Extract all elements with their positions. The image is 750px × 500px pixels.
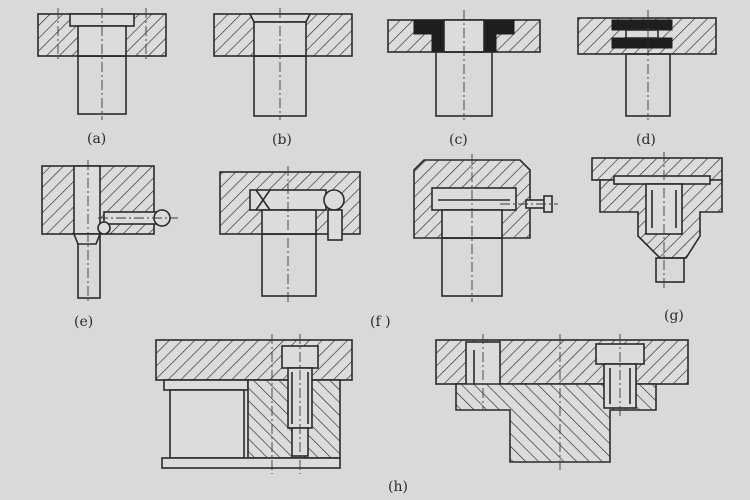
- binder-fill-bottom: [611, 37, 673, 49]
- binder-fill-right: [483, 19, 515, 35]
- label-h: (h): [388, 479, 408, 495]
- label-g: (g): [664, 308, 684, 324]
- diagram-g: (g): [591, 152, 723, 324]
- diagram-f: (f ): [219, 166, 391, 330]
- punch-shank: [73, 165, 101, 235]
- label-f: (f ): [370, 314, 391, 330]
- diagram-e: (e): [41, 160, 178, 330]
- binder-fill-right-lower: [483, 33, 497, 53]
- base-plate: [161, 457, 341, 469]
- label-b: (b): [272, 132, 292, 148]
- punch-body: [441, 237, 503, 297]
- punch-body: [655, 257, 685, 283]
- punch-head: [613, 175, 711, 185]
- label-d: (d): [636, 132, 656, 148]
- label-c: (c): [449, 132, 468, 148]
- label-a: (a): [87, 131, 106, 147]
- diagram-a: (a): [37, 8, 167, 147]
- top-plate: [155, 339, 353, 381]
- diagram-f-quick-change: [413, 154, 558, 302]
- lock-plunger: [327, 209, 343, 241]
- label-e: (e): [74, 314, 93, 330]
- binder-fill-top: [611, 19, 673, 31]
- diagram-h-right: [435, 334, 689, 470]
- diagram-b: (b): [213, 8, 353, 148]
- punch-head: [431, 187, 517, 211]
- diagram-h-left: [155, 334, 353, 474]
- punch-body: [261, 233, 317, 297]
- binder-fill-left-lower: [431, 33, 445, 53]
- ball-lock-icon: [323, 189, 345, 211]
- binder-fill-left: [413, 19, 445, 35]
- diagram-c: (c): [387, 10, 541, 148]
- punch-body: [77, 55, 127, 115]
- punch-block: [169, 389, 245, 459]
- diagram-d: (d): [577, 10, 717, 148]
